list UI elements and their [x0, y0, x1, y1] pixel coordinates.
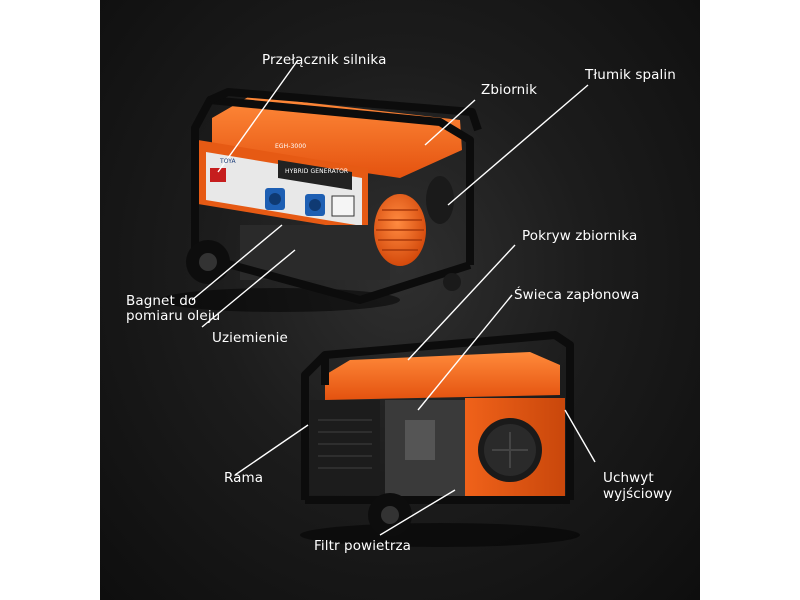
label-tank-cap: Pokryw zbiornika: [522, 228, 638, 244]
leader-muffler: [447, 84, 589, 206]
label-grounding: Uziemienie: [212, 330, 288, 346]
label-output-handle-line2: wyjściowy: [603, 486, 673, 502]
label-output-handle-line1: Uchwyt: [603, 470, 654, 486]
product-image-stage: Przełącznik silnika Zbiornik Tłumik spal…: [100, 0, 700, 600]
label-spark-plug: Świeca zapłonowa: [514, 287, 640, 303]
leader-tank-cap: [407, 244, 516, 361]
leader-spark-plug: [417, 294, 513, 411]
label-dipstick-line1: Bagnet do: [126, 293, 197, 309]
leader-lines: [191, 59, 596, 536]
leader-dipstick: [191, 224, 283, 301]
air-filter-box: [310, 400, 380, 495]
label-tank: Zbiornik: [481, 82, 538, 98]
engine-switch: [210, 168, 226, 182]
generator-illustration: [160, 59, 596, 547]
leader-air-filter: [379, 489, 456, 536]
label-air-filter: Filtr powietrza: [314, 538, 412, 554]
fuel-tank-rear: [325, 352, 560, 400]
steel-frame-top: [191, 88, 482, 304]
muffler: [426, 176, 454, 224]
label-engine-switch: Przełącznik silnika: [262, 52, 387, 68]
voltmeter: [331, 195, 355, 217]
panel-product-name: HYBRID GENERATOR: [285, 168, 349, 175]
leader-grounding: [201, 249, 296, 328]
leader-output-handle: [564, 409, 596, 463]
panel-brand: TOYA: [220, 158, 236, 165]
leader-frame: [234, 424, 309, 476]
product-name-strip: [278, 160, 352, 190]
panel-model: EGH-3000: [275, 143, 307, 150]
leader-tank: [424, 99, 476, 146]
generator-front-view: [160, 88, 482, 312]
label-frame: Rama: [224, 470, 264, 486]
label-dipstick-line2: pomiaru oleju: [126, 308, 221, 324]
generator-rear-view: [300, 331, 580, 547]
leader-engine-switch: [217, 59, 299, 173]
spark-plug-area: [405, 420, 435, 460]
label-muffler: Tłumik spalin: [585, 67, 676, 83]
